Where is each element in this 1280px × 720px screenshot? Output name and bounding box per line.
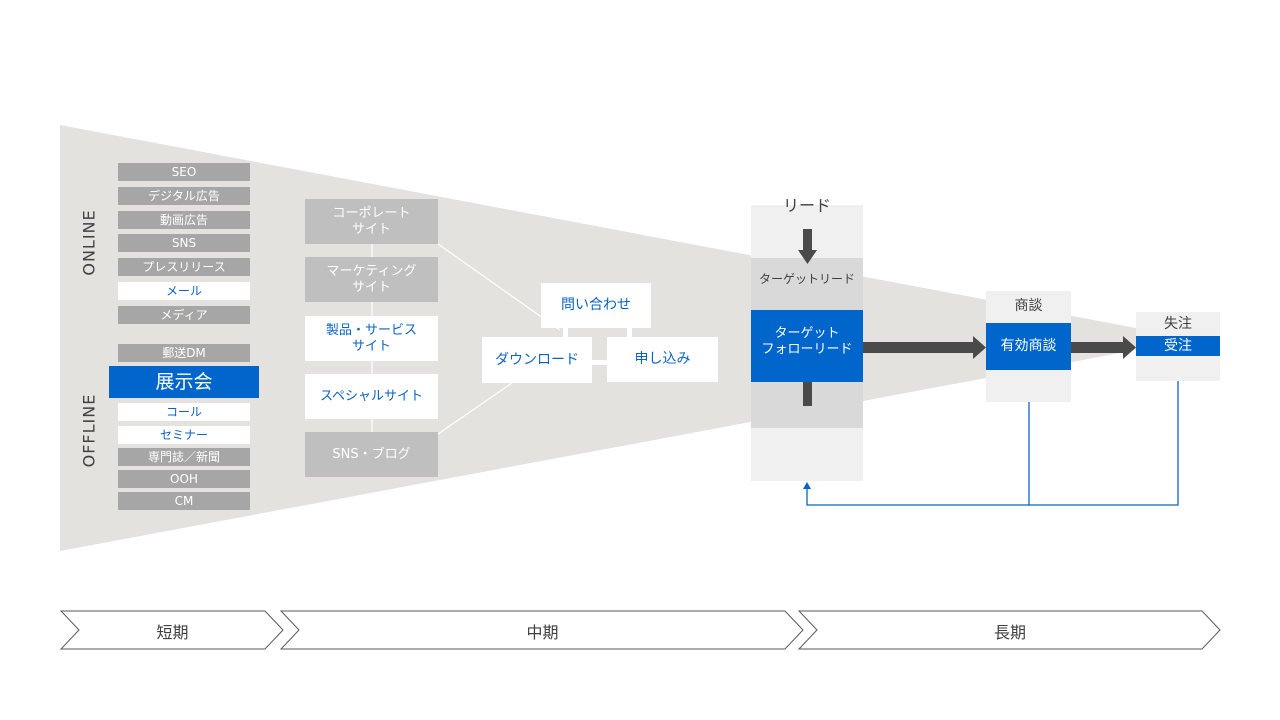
phase-chevron-short[interactable] — [59, 610, 284, 650]
channel-item-call[interactable]: コール — [118, 403, 250, 421]
phase-chevron-long[interactable] — [797, 610, 1221, 650]
feedback-loop-line — [1029, 381, 1179, 506]
feedback-loop-line — [806, 402, 1030, 506]
arrow-right-icon — [1071, 336, 1136, 359]
channel-item-press-release[interactable]: プレスリリース — [118, 258, 250, 276]
arrow-right-icon — [863, 336, 986, 359]
conversion-inquiry[interactable]: 問い合わせ — [541, 283, 651, 328]
site-product-service[interactable]: 製品・サービス サイト — [305, 316, 438, 361]
won-order[interactable]: 受注 — [1136, 336, 1220, 356]
channel-item-direct-mail[interactable]: 郵送DM — [118, 344, 250, 362]
site-to-conversion-line-bottom — [437, 382, 513, 435]
channel-item-media[interactable]: メディア — [118, 306, 250, 324]
conversion-download[interactable]: ダウンロード — [482, 337, 592, 383]
site-sns-blog[interactable]: SNS・ブログ — [305, 432, 438, 477]
feedback-arrowhead-icon — [803, 482, 811, 489]
conversion-connector-left — [563, 326, 568, 339]
online-label: ONLINE — [79, 209, 99, 276]
phase-chevron-mid[interactable] — [279, 610, 804, 650]
phase-label-short: 短期 — [156, 623, 189, 642]
conversion-connector-middle — [590, 360, 610, 365]
lead-panel-target — [751, 258, 863, 310]
conversion-application[interactable]: 申し込み — [607, 337, 718, 382]
conversion-connector-right — [627, 326, 632, 339]
channel-item-email[interactable]: メール — [118, 282, 250, 300]
channel-item-video-ads[interactable]: 動画広告 — [118, 211, 250, 229]
channel-item-seo[interactable]: SEO — [118, 163, 250, 181]
channel-item-digital-ads[interactable]: デジタル広告 — [118, 187, 250, 205]
site-special[interactable]: スペシャルサイト — [305, 374, 438, 419]
site-to-conversion-line-top — [437, 243, 561, 331]
channel-item-cm[interactable]: CM — [118, 492, 250, 510]
lead-panel-bottom — [751, 428, 863, 481]
phase-label-mid: 中期 — [526, 623, 559, 642]
arrow-down-icon — [798, 229, 817, 264]
lost-order-label: 失注 — [1164, 315, 1192, 332]
channel-item-seminar[interactable]: セミナー — [118, 426, 250, 444]
site-corporate[interactable]: コーポレート サイト — [305, 199, 438, 244]
offline-label: OFFLINE — [79, 393, 99, 468]
channel-item-magazine-newspaper[interactable]: 専門誌／新聞 — [118, 448, 250, 466]
channel-item-sns[interactable]: SNS — [118, 234, 250, 252]
site-marketing[interactable]: マーケティング サイト — [305, 257, 438, 302]
target-lead-label: ターゲットリード — [758, 271, 855, 286]
deal-stage-title: 商談 — [1014, 297, 1043, 314]
target-follow-lead[interactable]: ターゲット フォローリード — [751, 310, 863, 382]
lead-stage-title: リード — [782, 196, 831, 216]
phase-label-long: 長期 — [993, 623, 1026, 642]
channel-item-exhibition[interactable]: 展示会 — [109, 366, 259, 398]
valid-deal[interactable]: 有効商談 — [986, 323, 1071, 370]
channel-item-ooh[interactable]: OOH — [118, 470, 250, 488]
